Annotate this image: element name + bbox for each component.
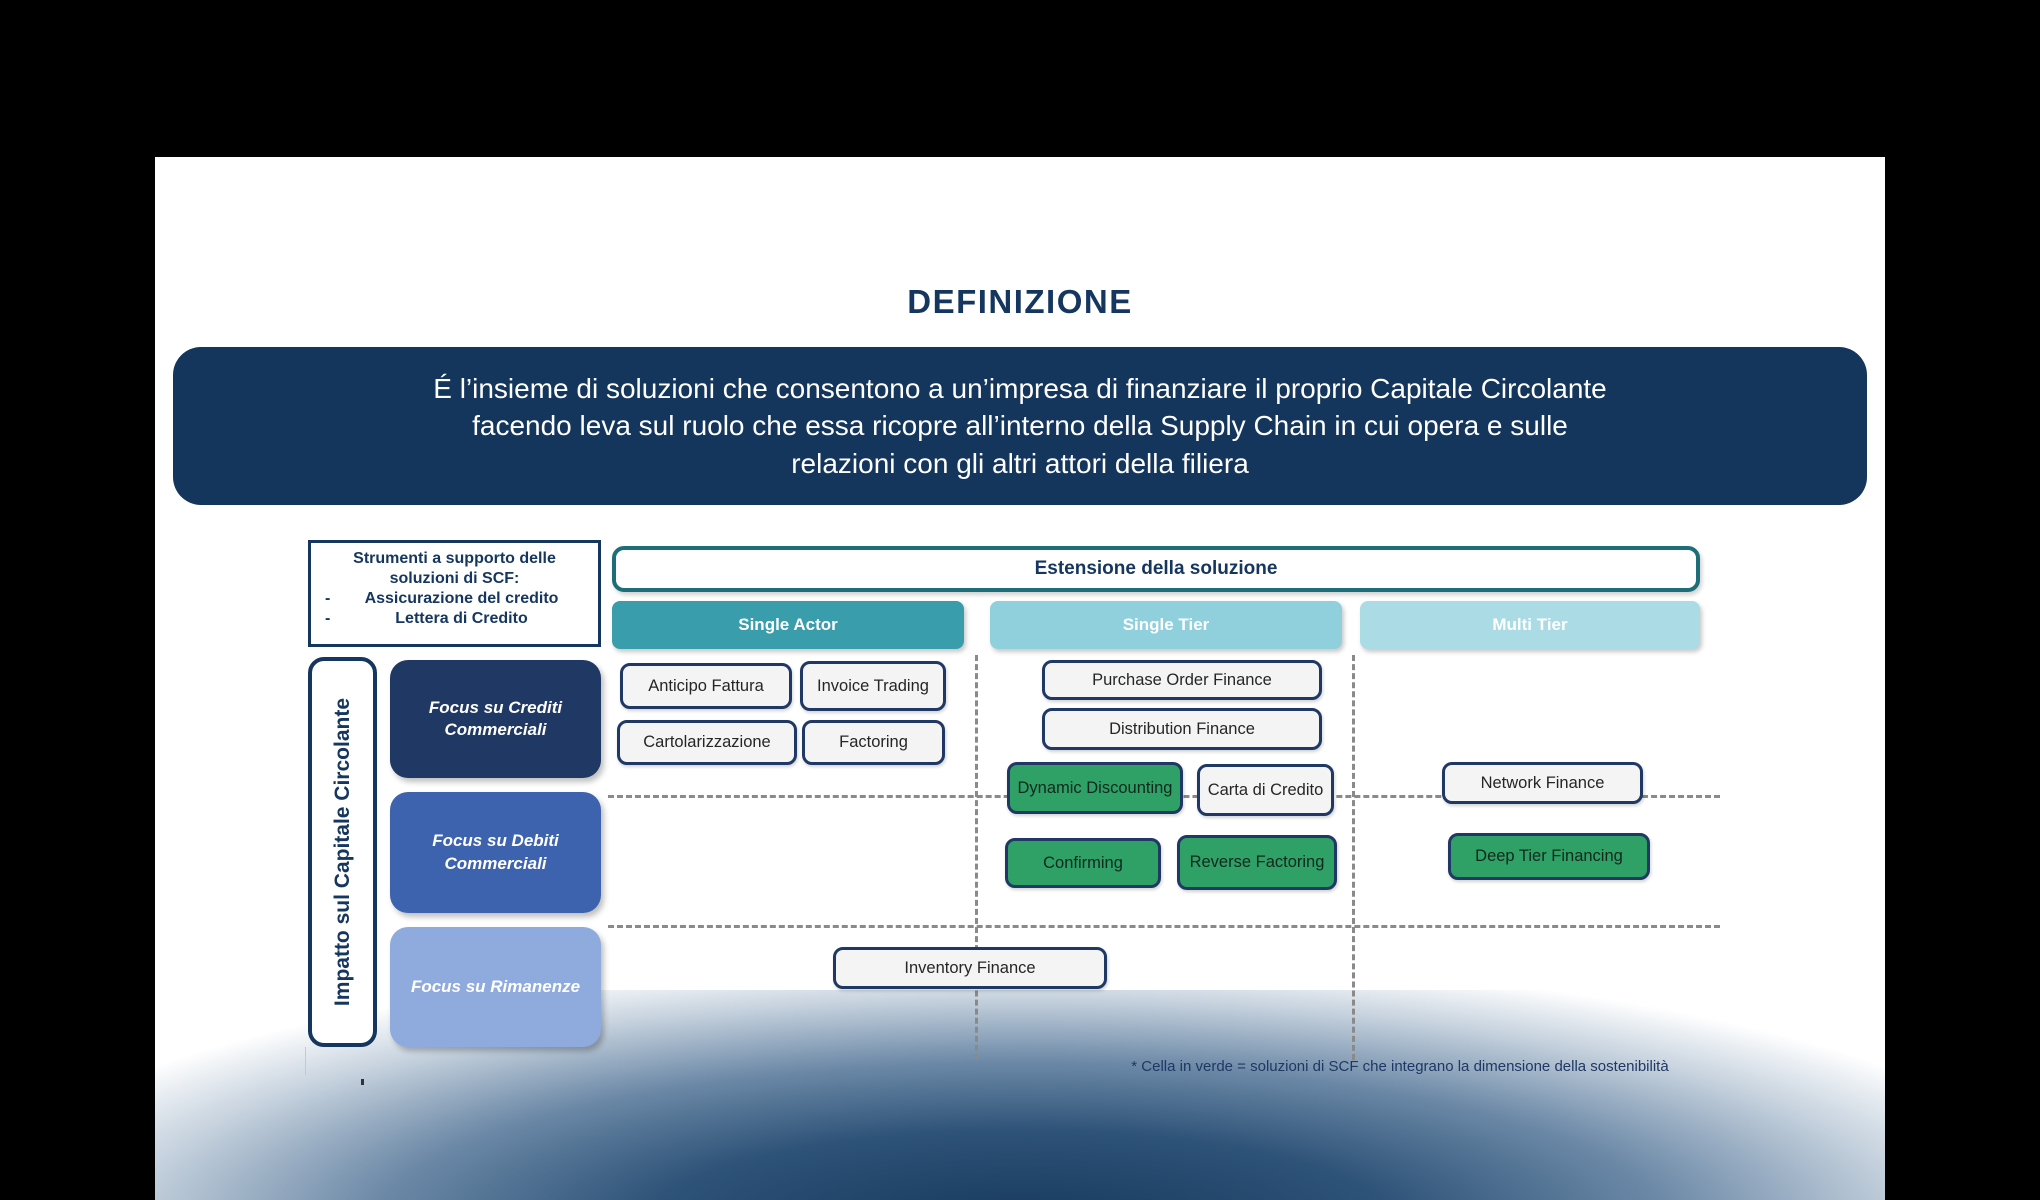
solution-cell-distribution-finance: Distribution Finance — [1042, 708, 1322, 750]
support-tools-title-line1: Strumenti a supporto delle — [353, 550, 556, 567]
intro-line-2: facendo leva sul ruolo che essa ricopre … — [472, 410, 1568, 442]
extension-header: Estensione della soluzione — [612, 546, 1700, 592]
column-header-single-tier: Single Tier — [990, 601, 1342, 649]
support-tools-item-label: Assicurazione del credito — [364, 590, 559, 607]
support-tools-box: Strumenti a supporto delle soluzioni di … — [308, 540, 601, 647]
solution-cell-purchase-order-finance: Purchase Order Finance — [1042, 660, 1322, 700]
vertical-axis-label: Impatto sul Capitale Circolante — [330, 697, 354, 1007]
solution-cell-invoice-trading: Invoice Trading — [800, 661, 946, 711]
support-tools-item-label: Lettera di Credito — [395, 610, 528, 627]
solution-cell-inventory-finance: Inventory Finance — [833, 947, 1107, 989]
support-tools-item: - Assicurazione del credito — [319, 589, 590, 609]
vertical-axis-label-box: Impatto sul Capitale Circolante — [308, 657, 377, 1047]
definition-intro-box: É l’insieme di soluzioni che consentono … — [173, 347, 1867, 505]
row-header-crediti-commerciali: Focus su Crediti Commerciali — [390, 660, 601, 778]
thin-line-artifact — [305, 1047, 306, 1075]
intro-line-1: É l’insieme di soluzioni che consentono … — [433, 373, 1607, 405]
intro-line-3: relazioni con gli altri attori della fil… — [791, 447, 1249, 479]
row-header-debiti-commerciali: Focus su Debiti Commerciali — [390, 792, 601, 913]
column-header-single-actor: Single Actor — [612, 601, 964, 649]
solution-cell-confirming: Confirming — [1005, 838, 1161, 888]
dash-bullet: - — [325, 590, 331, 607]
solution-cell-dynamic-discounting: Dynamic Discounting — [1007, 762, 1183, 814]
solution-cell-deep-tier-financing: Deep Tier Financing — [1448, 833, 1650, 880]
column-divider-dashed-line — [1352, 655, 1355, 1060]
row-header-rimanenze: Focus su Rimanenze — [390, 927, 601, 1047]
solution-cell-reverse-factoring: Reverse Factoring — [1177, 835, 1337, 890]
column-header-multi-tier: Multi Tier — [1360, 601, 1700, 649]
support-tools-item: - Lettera di Credito — [319, 609, 590, 629]
solution-cell-factoring: Factoring — [802, 720, 945, 765]
solution-cell-anticipo-fattura: Anticipo Fattura — [620, 663, 792, 709]
solution-cell-carta-di-credito: Carta di Credito — [1197, 764, 1334, 816]
page-title: DEFINIZIONE — [907, 283, 1133, 320]
column-divider-dashed-line — [975, 655, 978, 1060]
solution-cell-network-finance: Network Finance — [1442, 762, 1643, 804]
support-tools-title-line2: soluzioni di SCF: — [389, 570, 520, 587]
green-cell-footnote: * Cella in verde = soluzioni di SCF che … — [1131, 1058, 1669, 1075]
dot-artifact — [361, 1079, 364, 1085]
dash-bullet: - — [325, 610, 331, 627]
row-divider-dashed-line — [608, 925, 1720, 928]
solution-cell-cartolarizzazione: Cartolarizzazione — [617, 720, 797, 765]
